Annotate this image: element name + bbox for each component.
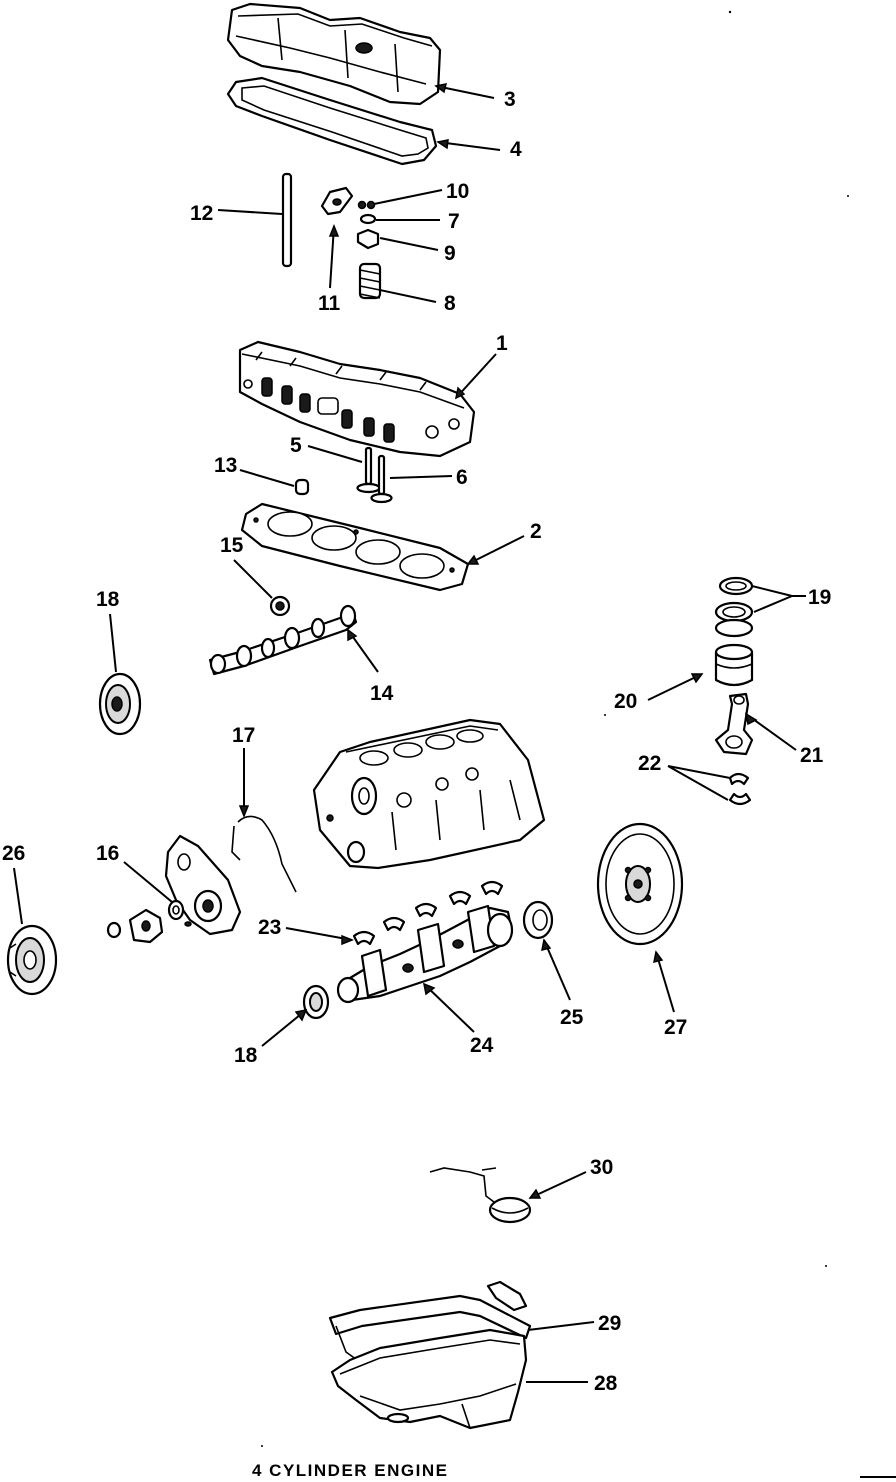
intake-valve <box>356 446 381 494</box>
callout-7: 7 <box>448 210 460 233</box>
rocker-arm <box>320 186 354 216</box>
exhaust-valve <box>370 454 393 504</box>
callout-19: 19 <box>808 586 831 609</box>
valve-seal <box>359 213 377 225</box>
callout-22: 22 <box>638 752 661 775</box>
valve-cover-gasket <box>226 76 438 166</box>
scan-specks <box>261 10 896 1478</box>
callout-11: 11 <box>318 292 341 315</box>
push-rod <box>281 172 293 268</box>
leader-lines <box>13 85 806 1383</box>
arrowheads <box>238 83 758 1199</box>
callout-13: 13 <box>214 454 237 477</box>
callout-8: 8 <box>444 292 456 315</box>
valve-spring <box>358 262 382 300</box>
callout-10: 10 <box>446 180 469 203</box>
engine-block <box>312 718 546 870</box>
callout-14: 14 <box>370 682 394 705</box>
callout-16: 16 <box>96 842 119 865</box>
rear-main-seal <box>522 900 554 940</box>
oil-pump-pickup <box>429 1167 532 1224</box>
callout-18-bottom: 18 <box>234 1044 258 1067</box>
callout-27: 27 <box>664 1016 687 1039</box>
callout-9: 9 <box>444 242 456 265</box>
piston <box>714 643 754 687</box>
timing-chain <box>231 815 297 893</box>
callout-5: 5 <box>290 434 302 457</box>
callout-23: 23 <box>258 916 281 939</box>
cam-sprocket <box>98 672 142 736</box>
callout-24: 24 <box>470 1034 494 1057</box>
callout-28: 28 <box>594 1372 618 1395</box>
callout-25: 25 <box>560 1006 584 1029</box>
callout-3: 3 <box>504 88 516 111</box>
oil-pan <box>330 1328 528 1430</box>
callout-12: 12 <box>190 202 213 225</box>
diagram-caption: 4 CYLINDER ENGINE <box>252 1461 448 1480</box>
valve-cover <box>226 2 442 106</box>
crank-sprocket <box>302 984 330 1020</box>
connecting-rod <box>714 692 754 756</box>
camshaft <box>208 604 358 676</box>
callout-6: 6 <box>456 466 468 489</box>
callout-20: 20 <box>614 690 637 713</box>
callout-26: 26 <box>2 842 25 865</box>
callout-29: 29 <box>598 1312 621 1335</box>
callout-labels: 3 4 10 7 9 8 12 11 1 5 6 13 2 15 14 18 1… <box>2 88 831 1395</box>
oil-pan-gasket <box>328 1280 532 1367</box>
crank-pulley <box>6 924 58 996</box>
spring-cap <box>356 228 380 250</box>
valve-keys <box>357 200 376 210</box>
head-gasket <box>240 502 470 592</box>
callout-30: 30 <box>590 1156 613 1179</box>
callout-21: 21 <box>800 744 824 767</box>
rod-bearings <box>728 772 752 806</box>
crankshaft <box>336 904 514 1004</box>
piston-rings <box>714 576 754 638</box>
crank-gear-parts <box>106 899 192 944</box>
callout-15: 15 <box>220 534 244 557</box>
callout-4: 4 <box>510 138 522 161</box>
callout-2: 2 <box>530 520 542 543</box>
callout-18-top: 18 <box>96 588 120 611</box>
callout-1: 1 <box>496 332 508 355</box>
guide-seal <box>294 478 310 496</box>
cam-plug <box>269 595 291 617</box>
callout-17: 17 <box>232 724 255 747</box>
cylinder-head <box>238 340 476 458</box>
timing-cover <box>164 834 242 936</box>
flywheel <box>596 822 684 946</box>
main-bearings <box>352 880 504 946</box>
